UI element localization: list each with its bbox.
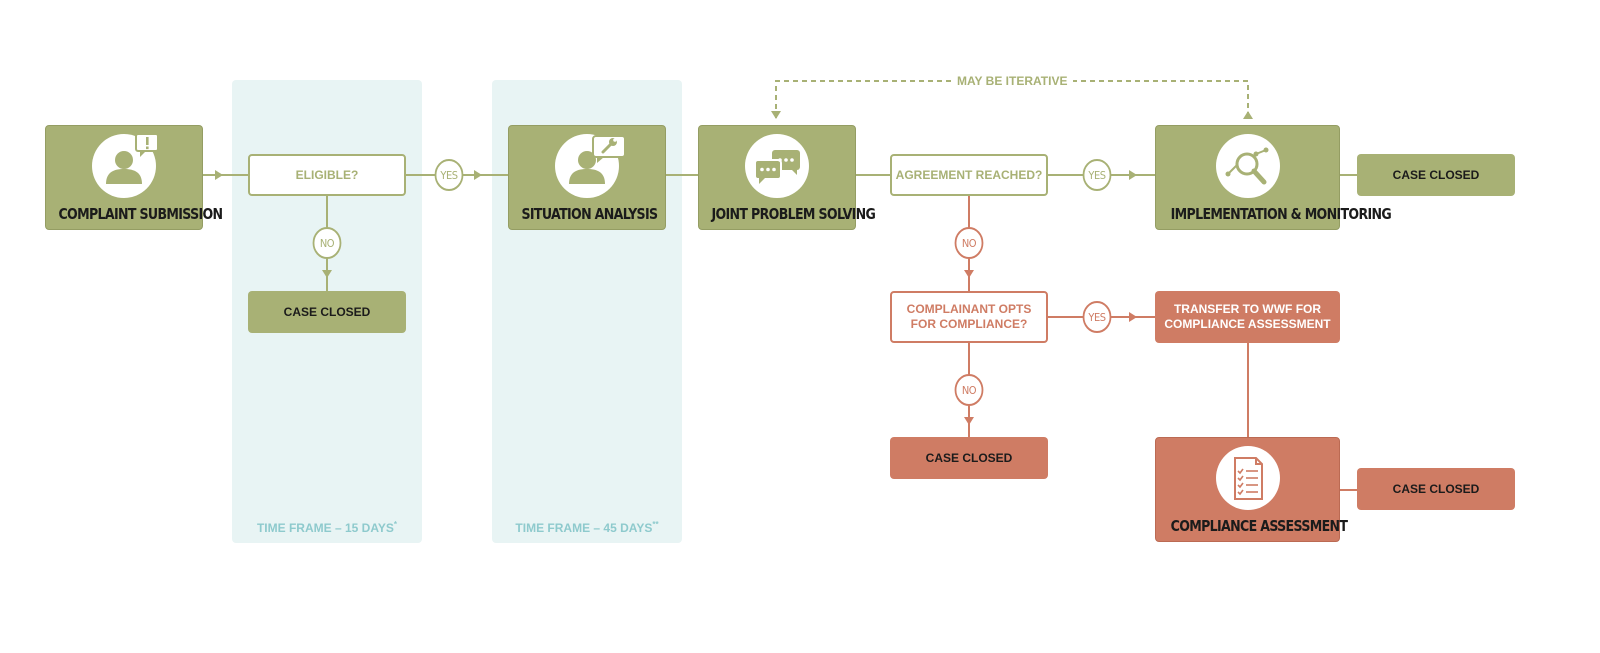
step-situation-analysis: SITUATION ANALYSIS [508,125,666,230]
iterative-label: MAY BE ITERATIVE [951,74,1074,88]
checklist-document-icon [1215,446,1280,510]
decision-agreement-reached: AGREEMENT REACHED? [890,154,1048,196]
no-badge: NO [954,374,984,406]
arrowhead [1129,312,1137,322]
decision-eligible: ELIGIBLE? [248,154,406,196]
no-badge: NO [954,227,984,259]
transfer-to-wwf: TRANSFER TO WWF FOR COMPLIANCE ASSESSMEN… [1155,291,1340,343]
case-closed-ineligible: CASE CLOSED [248,291,406,333]
decision-line: COMPLAINANT OPTS [906,302,1032,316]
step-title: SITUATION ANALYSIS [521,205,658,223]
arrowhead [215,170,223,180]
person-wrench-icon [555,134,626,198]
step-implementation-monitoring: IMPLEMENTATION & MONITORING [1155,125,1392,230]
transfer-line: COMPLIANCE ASSESSMENT [1164,317,1331,331]
yes-badge: YES [1082,159,1112,191]
time-frame-label: TIME FRAME – 45 DAYS** [515,520,659,535]
arrowhead [474,170,482,180]
yes-badge: YES [434,159,464,191]
step-title: COMPLAINT SUBMISSION [58,205,223,223]
arrowhead [964,270,974,278]
no-badge: NO [312,227,342,259]
transfer-line: TRANSFER TO WWF FOR [1173,302,1322,316]
step-title: IMPLEMENTATION & MONITORING [1170,205,1392,223]
case-closed-implemented: CASE CLOSED [1357,154,1515,196]
case-closed-no-compliance: CASE CLOSED [890,437,1048,479]
step-joint-problem-solving: JOINT PROBLEM SOLVING [698,125,876,230]
step-complaint-submission: COMPLAINT SUBMISSION [45,125,223,230]
arrowhead [1129,170,1137,180]
yes-badge: YES [1082,301,1112,333]
person-alert-icon [92,133,159,198]
step-compliance-assessment: COMPLIANCE ASSESSMENT [1155,437,1348,542]
case-closed-assessed: CASE CLOSED [1357,468,1515,510]
time-frame-label: TIME FRAME – 15 DAYS* [256,520,398,535]
arrowhead [771,111,781,119]
step-title: JOINT PROBLEM SOLVING [711,205,876,223]
arrowhead [322,270,332,278]
arrowhead [964,417,974,425]
chat-bubbles-icon [745,134,809,198]
step-title: COMPLIANCE ASSESSMENT [1170,517,1348,535]
magnifier-chart-icon [1215,134,1280,198]
decision-complainant-opts: COMPLAINANT OPTS FOR COMPLIANCE? [890,291,1048,343]
arrowhead [1243,111,1253,119]
decision-line: FOR COMPLIANCE? [910,317,1028,331]
